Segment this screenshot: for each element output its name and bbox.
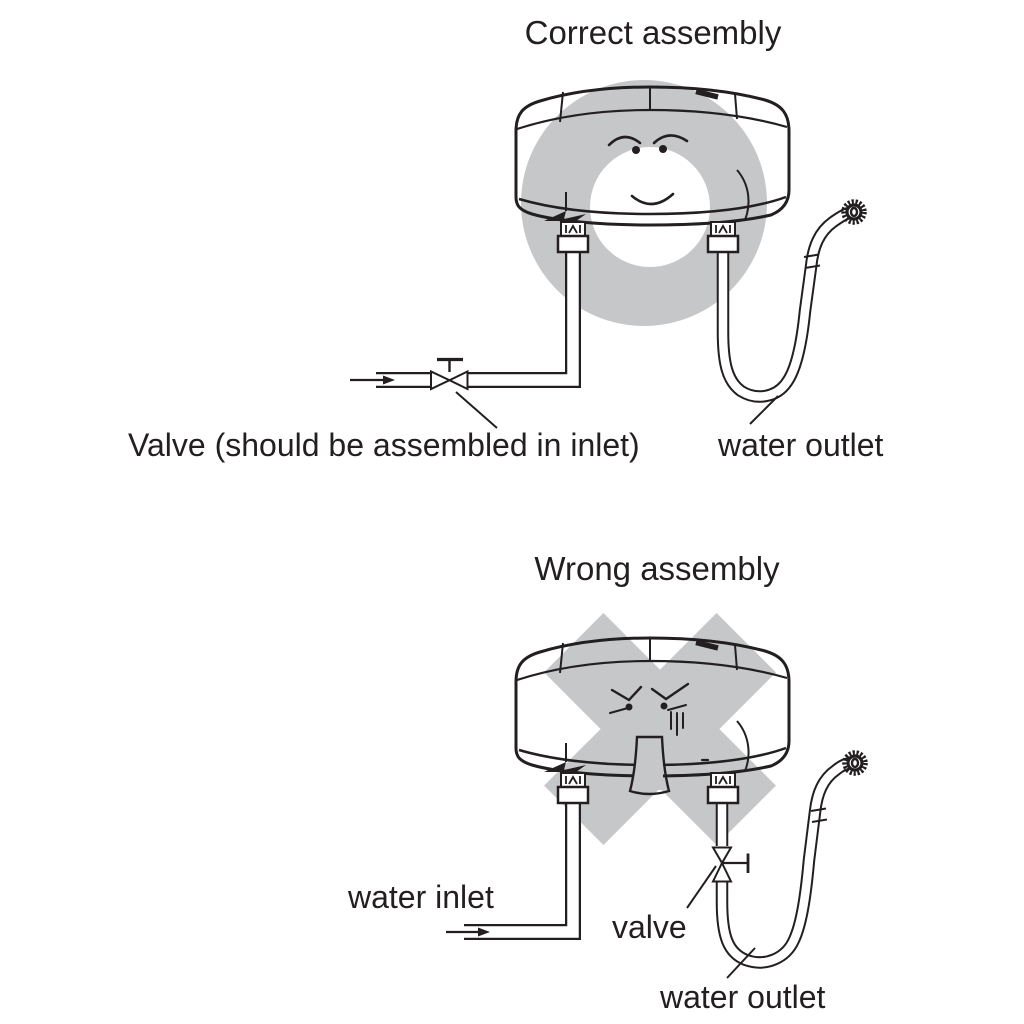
left-eye: [632, 146, 640, 154]
outlet-leader-line: [749, 395, 779, 425]
shower-hose: [716, 206, 851, 403]
wrong-title: Wrong assembly: [534, 550, 780, 587]
smile-mouth: [630, 192, 675, 206]
valve-leader-line: [455, 391, 498, 429]
right-eye: [660, 702, 668, 710]
shower-hose: [715, 756, 853, 969]
left-eye: [625, 703, 633, 711]
valve-label: valve: [612, 909, 687, 945]
water-inlet-label: water inlet: [347, 879, 494, 915]
valve-label: Valve (should be assembled in inlet): [128, 427, 640, 463]
flow-arrow: [446, 927, 490, 937]
hose-ferrule: [803, 253, 821, 269]
wrong-assembly-section: Wrong assembly water inlet valve water o…: [347, 550, 866, 1015]
inlet-valve: [430, 357, 469, 391]
outlet-leader-line: [726, 947, 756, 979]
shower-head: [844, 202, 865, 223]
happy-face: [607, 134, 689, 206]
shower-head: [845, 753, 866, 774]
right-eye: [659, 145, 667, 153]
angry-face: [609, 682, 710, 762]
correct-assembly-section: Correct assembly Valve (should be assemb…: [128, 14, 884, 463]
water-outlet-label: water outlet: [659, 979, 826, 1015]
gray-ring-highlight: [521, 80, 767, 326]
water-inlet-pipe: [464, 797, 581, 940]
outlet-valve: [711, 846, 750, 883]
sweat-lines: [670, 711, 684, 736]
water-outlet-label: water outlet: [717, 427, 884, 463]
valve-leader-line: [686, 865, 717, 909]
flow-arrow: [350, 375, 395, 385]
cover-flap: [628, 735, 671, 796]
hose-ferrule: [810, 807, 828, 823]
correct-title: Correct assembly: [525, 14, 782, 51]
